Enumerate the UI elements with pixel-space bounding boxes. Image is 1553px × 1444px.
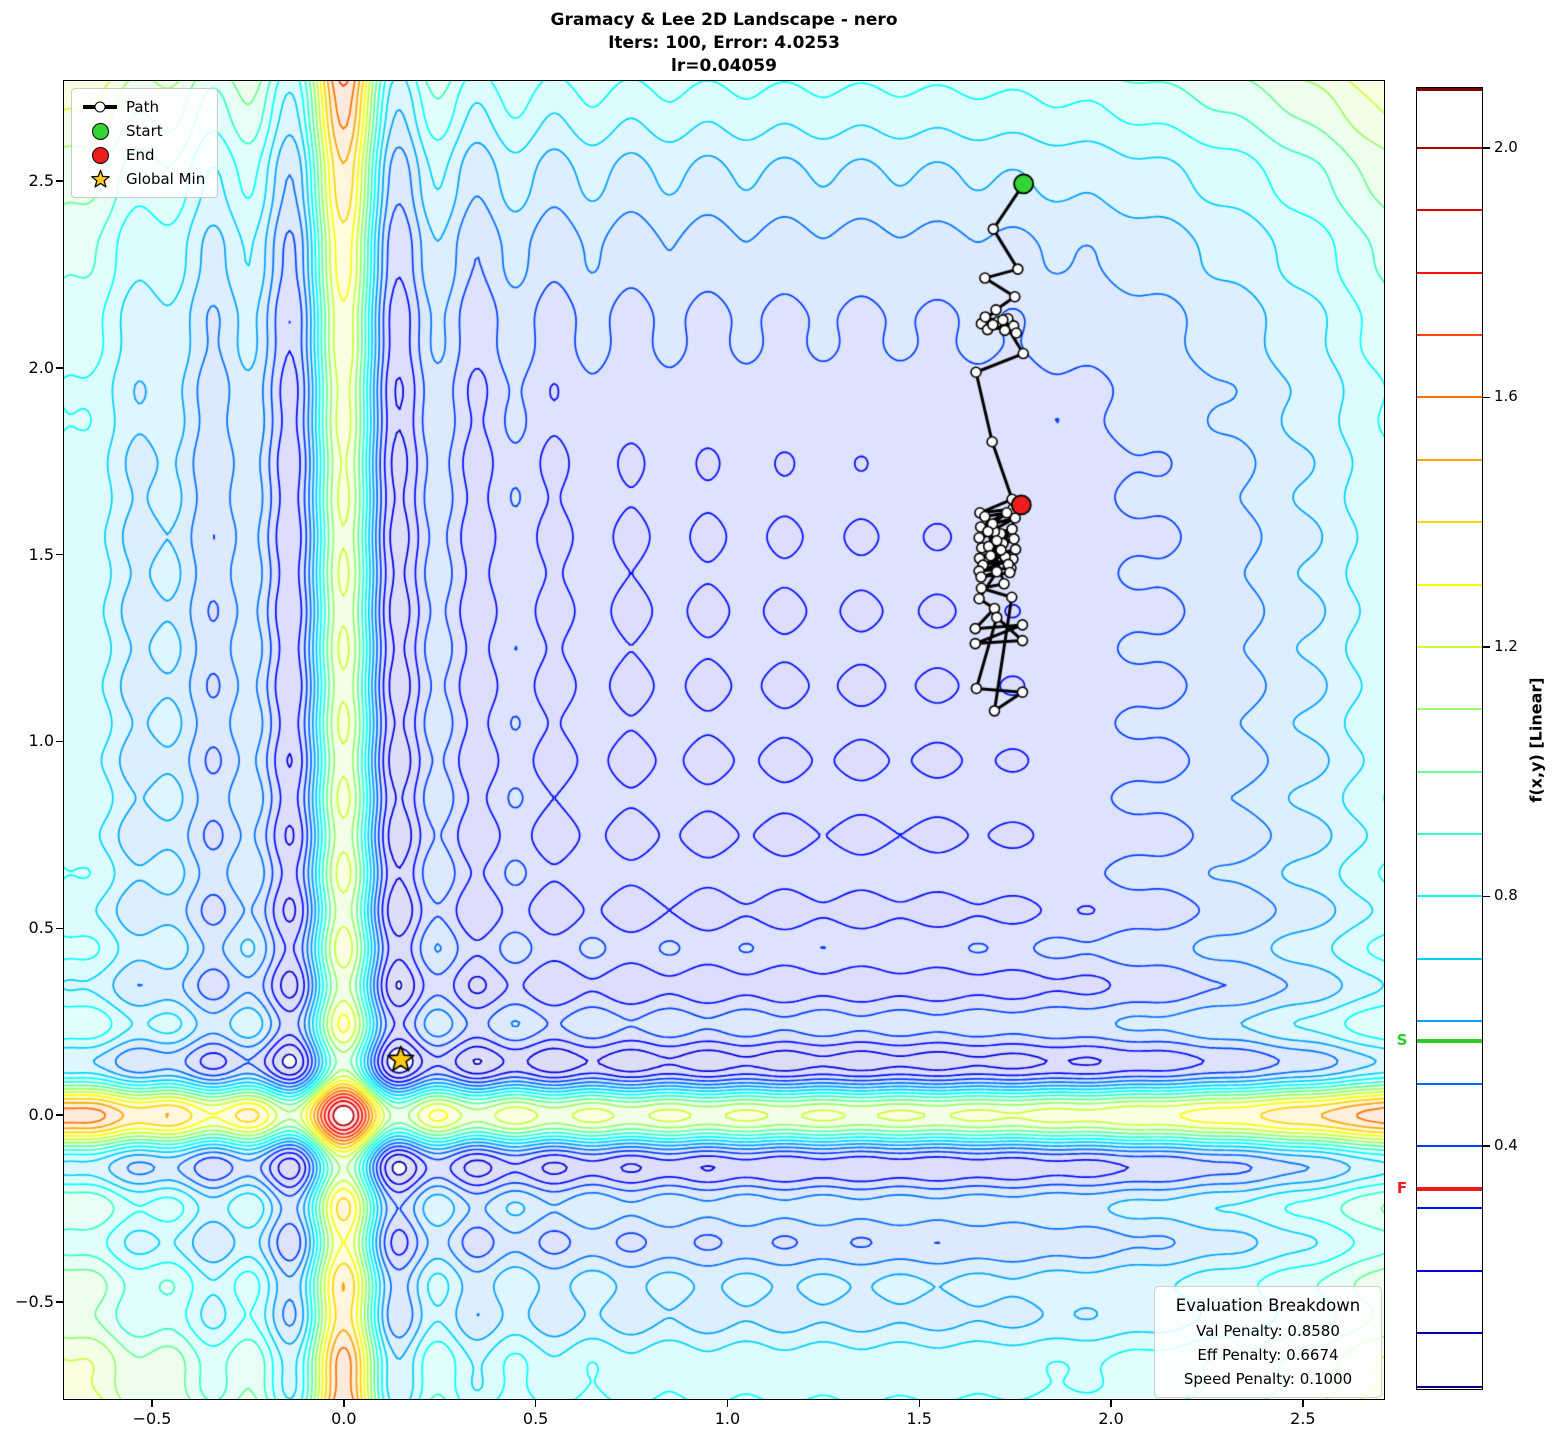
colorbar-edge-line	[1417, 88, 1482, 91]
x-tick-label: 2.5	[1290, 1409, 1316, 1428]
x-tick-label: 1.5	[906, 1409, 932, 1428]
legend-item-start: Start	[80, 119, 205, 143]
star-icon	[80, 169, 120, 190]
colorbar-level-line	[1417, 1332, 1482, 1335]
x-tick-mark	[534, 1400, 537, 1407]
colorbar-level-line	[1417, 708, 1482, 711]
colorbar-tick-label: 0.4	[1494, 1135, 1518, 1154]
val-penalty: Val Penalty: 0.8580	[1196, 1322, 1340, 1340]
x-tick-label: −0.5	[132, 1409, 172, 1428]
colorbar-level-line	[1417, 1269, 1482, 1272]
eff-penalty: Eff Penalty: 0.6674	[1197, 1346, 1339, 1364]
y-tick-label: 2.0	[28, 357, 54, 377]
colorbar-edge-line	[1417, 1385, 1482, 1388]
colorbar-level-line	[1417, 271, 1482, 274]
colorbar-level-line	[1417, 645, 1482, 648]
y-tick-label: 1.0	[28, 731, 54, 751]
colorbar-tick-label: 1.6	[1494, 387, 1518, 406]
colorbar-level-line	[1417, 1082, 1482, 1085]
chart-title-block: Gramacy & Lee 2D Landscape - nero Iters:…	[63, 9, 1385, 78]
x-tick-label: 1.0	[714, 1409, 741, 1428]
legend-label-path: Path	[126, 98, 159, 116]
colorbar-tick-mark	[1482, 895, 1490, 898]
colorbar-tick-mark	[1482, 1145, 1490, 1147]
colorbar-start-line	[1417, 1039, 1482, 1043]
legend-label-global-min: Global Min	[126, 170, 206, 188]
colorbar-level-line	[1417, 521, 1482, 524]
legend-label-end: End	[126, 146, 155, 164]
y-tick-mark	[56, 1301, 63, 1303]
colorbar-final-line	[1417, 1187, 1482, 1191]
colorbar-start-label: S	[1396, 1031, 1408, 1050]
evaluation-breakdown-title: Evaluation Breakdown	[1175, 1296, 1361, 1315]
start-marker-icon	[80, 122, 120, 140]
colorbar-final-label: F	[1396, 1179, 1408, 1197]
y-tick-label: −0.5	[15, 1292, 54, 1312]
colorbar-tick-label: 0.8	[1494, 886, 1518, 905]
colorbar-level-line	[1417, 833, 1482, 836]
y-tick-mark	[56, 1114, 63, 1116]
colorbar-level-line	[1417, 396, 1482, 399]
colorbar-tick-label: 1.2	[1494, 636, 1518, 655]
colorbar-level-line	[1417, 146, 1482, 149]
chart-title: Gramacy & Lee 2D Landscape - nero	[550, 10, 898, 30]
contour-plot-canvas	[63, 80, 1385, 1400]
end-marker-icon	[80, 146, 120, 164]
colorbar-level-line	[1417, 1020, 1482, 1023]
x-tick-mark	[918, 1400, 921, 1407]
y-tick-mark	[56, 740, 63, 743]
x-tick-label: 0.0	[331, 1409, 357, 1428]
colorbar-level-line	[1417, 770, 1482, 773]
colorbar-tick-label: 2.0	[1494, 137, 1518, 156]
x-tick-mark	[1302, 1400, 1304, 1407]
colorbar-level-line	[1417, 957, 1482, 960]
y-tick-mark	[56, 553, 63, 556]
y-tick-mark	[56, 927, 63, 930]
x-tick-label: 0.5	[522, 1409, 549, 1428]
x-tick-mark	[151, 1400, 153, 1407]
colorbar-tick-mark	[1482, 396, 1490, 399]
legend-item-global-min: Global Min	[80, 167, 205, 191]
y-tick-label: 1.5	[28, 544, 54, 564]
chart-subtitle-lr: lr=0.04059	[671, 56, 777, 76]
colorbar-level-line	[1417, 334, 1482, 337]
chart-subtitle-iters-error: Iters: 100, Error: 4.0253	[608, 33, 840, 53]
y-tick-label: 2.5	[28, 170, 54, 190]
colorbar-level-line	[1417, 209, 1482, 212]
colorbar-level-line	[1417, 583, 1482, 586]
colorbar-level-line	[1417, 1207, 1482, 1210]
colorbar-level-line	[1417, 895, 1482, 898]
y-tick-mark	[56, 367, 63, 369]
x-tick-mark	[1110, 1400, 1112, 1407]
legend: Path Start End Global Min	[71, 88, 219, 198]
x-tick-label: 2.0	[1098, 1409, 1124, 1428]
y-tick-label: 0.5	[28, 918, 54, 938]
speed-penalty: Speed Penalty: 0.1000	[1183, 1370, 1353, 1388]
x-tick-mark	[343, 1400, 345, 1407]
colorbar-tick-mark	[1482, 646, 1490, 648]
colorbar-label: f(x,y) [Linear]	[1526, 677, 1546, 803]
path-line-icon	[80, 101, 120, 113]
legend-item-path: Path	[80, 95, 205, 119]
colorbar: 2.0 1.6 1.2 0.8 0.4 S F	[1397, 87, 1518, 1390]
x-tick-mark	[726, 1400, 729, 1407]
colorbar-tick-mark	[1482, 147, 1490, 149]
y-tick-mark	[56, 180, 63, 182]
y-tick-label: 0.0	[28, 1105, 54, 1125]
evaluation-breakdown-box: Evaluation Breakdown Val Penalty: 0.8580…	[1154, 1286, 1382, 1398]
colorbar-level-line	[1417, 1144, 1482, 1147]
colorbar-level-line	[1417, 458, 1482, 461]
legend-label-start: Start	[126, 122, 163, 140]
legend-item-end: End	[80, 143, 205, 167]
